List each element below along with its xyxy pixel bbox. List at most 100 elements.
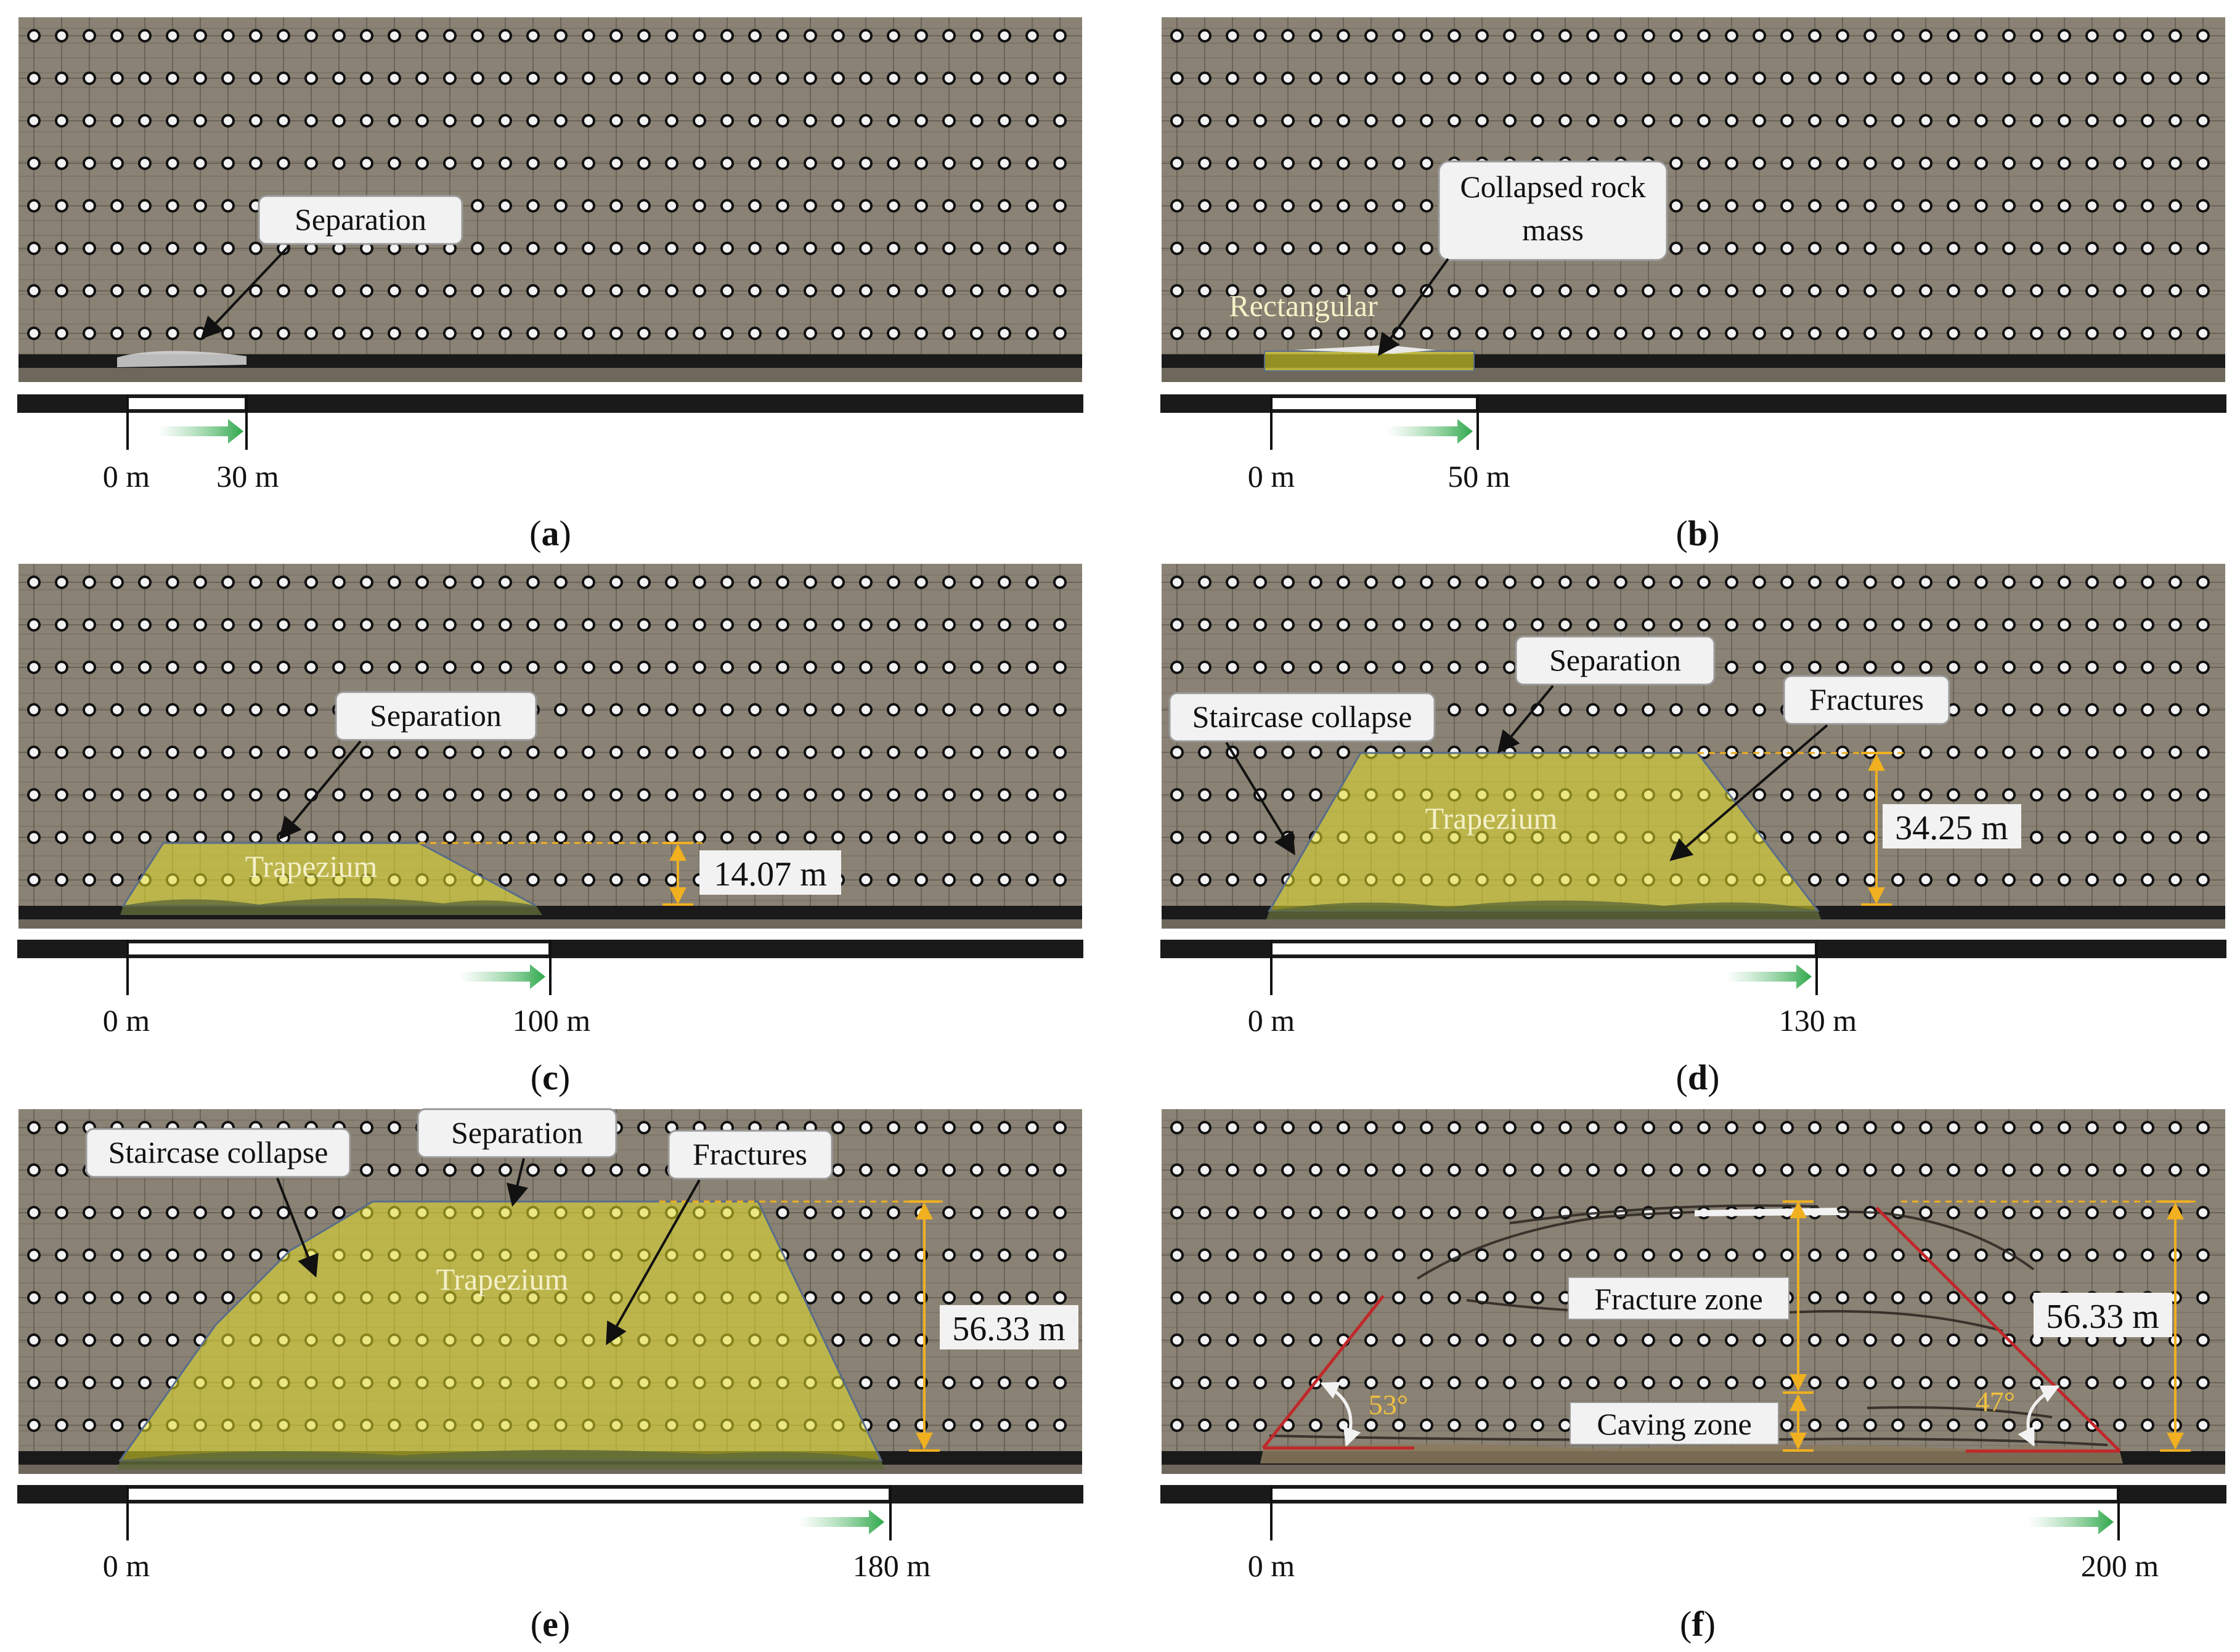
marker-dot-icon <box>887 157 900 170</box>
marker-dot-icon <box>332 831 346 844</box>
marker-dot-icon <box>1025 576 1039 589</box>
marker-dot-icon <box>748 788 762 802</box>
marker-dot-icon <box>1053 1291 1067 1304</box>
marker-dot-icon <box>1725 661 1738 674</box>
marker-dot-icon <box>55 1163 68 1177</box>
marker-dot-icon <box>415 661 429 674</box>
marker-dot-icon <box>859 284 873 298</box>
marker-dot-icon <box>138 327 152 340</box>
marker-dot-icon <box>1697 1121 1711 1134</box>
marker-dot-icon <box>942 157 956 170</box>
marker-dot-icon <box>1420 1121 1433 1134</box>
marker-dot-icon <box>970 284 984 298</box>
marker-dot-icon <box>554 284 568 298</box>
marker-dot-icon <box>942 1206 956 1219</box>
marker-dot-icon <box>1170 661 1184 674</box>
marker-dot-icon <box>1780 284 1794 298</box>
marker-dot-icon <box>388 576 401 589</box>
marker-dot-icon <box>942 1121 956 1134</box>
marker-dot-icon <box>55 576 68 589</box>
marker-dot-icon <box>83 661 96 674</box>
marker-dot-icon <box>1420 1163 1433 1177</box>
marker-dot-icon <box>1919 157 1933 170</box>
marker-dot-icon <box>1025 157 1039 170</box>
marker-dot-icon <box>1281 746 1295 759</box>
marker-dot-icon <box>1475 327 1489 340</box>
marker-dot-icon <box>942 29 956 43</box>
marker-dot-icon <box>415 284 429 298</box>
progress-bar-f: 0 m 200 m <box>1160 1485 2226 1583</box>
marker-dot-icon <box>1392 576 1406 589</box>
measurement-label-e: 56.33 m <box>952 1310 1065 1348</box>
marker-dot-icon <box>1281 242 1295 255</box>
marker-dot-icon <box>1669 576 1683 589</box>
marker-dot-icon <box>2113 284 2127 298</box>
marker-dot-icon <box>1863 1418 1877 1432</box>
marker-dot-icon <box>2113 1418 2127 1432</box>
collapsed-block-b <box>1294 345 1436 354</box>
marker-dot-icon <box>110 1376 124 1390</box>
marker-dot-icon <box>1753 157 1766 170</box>
marker-dot-icon <box>1198 71 1212 85</box>
marker-dot-icon <box>1725 618 1738 632</box>
marker-dot-icon <box>637 114 651 128</box>
marker-dot-icon <box>1669 114 1683 128</box>
marker-dot-icon <box>27 788 41 802</box>
marker-dot-icon <box>1586 576 1600 589</box>
marker-dot-icon <box>914 327 928 340</box>
marker-dot-icon <box>637 746 651 759</box>
marker-dot-icon <box>1558 1418 1572 1432</box>
marker-dot-icon <box>277 71 290 85</box>
marker-dot-icon <box>1780 71 1794 85</box>
marker-dot-icon <box>332 661 346 674</box>
marker-dot-icon <box>776 576 789 589</box>
marker-dot-icon <box>138 831 152 844</box>
marker-dot-icon <box>970 157 984 170</box>
marker-dot-icon <box>1170 1206 1184 1219</box>
marker-dot-icon <box>2085 703 2099 717</box>
marker-dot-icon <box>637 831 651 844</box>
marker-dot-icon <box>914 1163 928 1177</box>
marker-dot-icon <box>582 873 595 887</box>
marker-dot-icon <box>249 327 263 340</box>
marker-dot-icon <box>1863 1248 1877 1262</box>
marker-dot-icon <box>277 1206 290 1219</box>
marker-dot-icon <box>2058 114 2071 128</box>
marker-dot-icon <box>1226 831 1239 844</box>
marker-dot-icon <box>110 284 124 298</box>
marker-dot-icon <box>2169 157 2182 170</box>
marker-dot-icon <box>720 661 734 674</box>
marker-dot-icon <box>1919 327 1933 340</box>
marker-dot-icon <box>2085 1163 2099 1177</box>
marker-dot-icon <box>970 746 984 759</box>
marker-dot-icon <box>1337 746 1350 759</box>
marker-dot-icon <box>582 284 595 298</box>
marker-dot-icon <box>1697 576 1711 589</box>
marker-dot-icon <box>388 157 401 170</box>
marker-dot-icon <box>914 831 928 844</box>
zone-label-e: Trapezium <box>436 1262 569 1296</box>
marker-dot-icon <box>720 29 734 43</box>
marker-dot-icon <box>193 199 207 213</box>
marker-dot-icon <box>1448 1163 1461 1177</box>
marker-dot-icon <box>887 831 900 844</box>
marker-dot-icon <box>1337 1418 1350 1432</box>
marker-dot-icon <box>1863 157 1877 170</box>
panel-a: Separation 0 m 30 m (a) <box>17 17 1083 553</box>
marker-dot-icon <box>1503 1121 1517 1134</box>
marker-dot-icon <box>1281 1206 1295 1219</box>
marker-dot-icon <box>1891 114 1905 128</box>
marker-dot-icon <box>55 199 68 213</box>
marker-dot-icon <box>1337 327 1350 340</box>
marker-dot-icon <box>526 157 540 170</box>
marker-dot-icon <box>804 157 817 170</box>
marker-dot-icon <box>2002 1206 2016 1219</box>
marker-dot-icon <box>138 788 152 802</box>
marker-dot-icon <box>1642 1376 1655 1390</box>
marker-dot-icon <box>1614 29 1627 43</box>
rubble-e <box>117 1449 884 1470</box>
marker-dot-icon <box>1253 1206 1267 1219</box>
marker-dot-icon <box>970 1248 984 1262</box>
marker-dot-icon <box>1226 1206 1239 1219</box>
marker-dot-icon <box>1253 831 1267 844</box>
